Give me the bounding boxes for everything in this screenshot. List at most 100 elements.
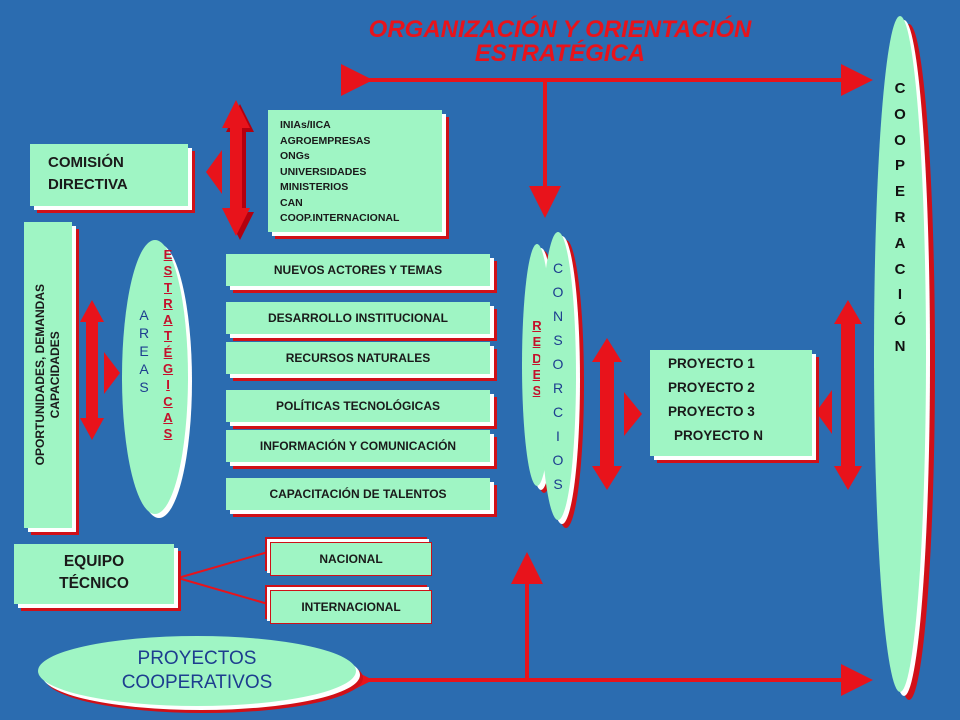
- cooperacion-letter: P: [894, 157, 905, 175]
- theme-label: DESARROLLO INSTITUCIONAL: [268, 311, 448, 325]
- redes-letters: R E D E S: [527, 318, 547, 399]
- proyectos-cooperacion-arrow: [816, 300, 862, 490]
- cooperacion-letter: C: [894, 80, 906, 97]
- cooperacion-letter: O: [894, 131, 906, 149]
- proyecto-item: PROYECTO 3: [668, 404, 755, 419]
- areas-letter: R: [138, 325, 150, 341]
- cooperacion-letters: C O O P E R A C I Ó N: [890, 76, 910, 360]
- proyecto-item: PROYECTO 2: [668, 380, 755, 395]
- cooperacion-letter: A: [894, 234, 906, 252]
- comision-line-1: COMISIÓN: [48, 154, 124, 171]
- actor-item: CAN: [280, 196, 303, 209]
- actor-item: INIAs/IICA: [280, 119, 331, 131]
- oportunidades-box: OPORTUNIDADES, DEMANDAS CAPACIDADES: [24, 222, 72, 528]
- consorcios-letter: S: [553, 332, 563, 348]
- actor-item: MINISTERIOS: [280, 181, 349, 193]
- oportunidades-line-1: OPORTUNIDADES, DEMANDAS: [33, 284, 47, 466]
- cooperacion-letter: O: [894, 105, 906, 123]
- theme-label: CAPACITACIÓN DE TALENTOS: [269, 487, 447, 501]
- title-line-1: ORGANIZACIÓN Y ORIENTACIÓN: [368, 16, 752, 43]
- consorcios-letter: S: [553, 476, 563, 492]
- redes-letter: E: [532, 334, 542, 350]
- estrategicas-letters: E S T R A T É G I C A S: [158, 247, 178, 443]
- oportunidades-vertical-arrow: [80, 300, 120, 440]
- comision-line-2: DIRECTIVA: [48, 176, 128, 193]
- redes-letter: E: [532, 366, 542, 382]
- areas-letters: A R E A S: [134, 306, 154, 396]
- actors-list-box: INIAs/IICA AGROEMPRESAS ONGs UNIVERSIDAD…: [268, 110, 442, 232]
- theme-label: RECURSOS NATURALES: [285, 351, 431, 365]
- redes-letter: D: [532, 350, 542, 366]
- comision-vertical-arrow: [206, 100, 254, 240]
- theme-label: POLÍTICAS TECNOLÓGICAS: [275, 399, 440, 413]
- theme-bar: RECURSOS NATURALES: [226, 342, 490, 374]
- equipo-line-nacional: [177, 551, 269, 579]
- estrategicas-letter: S: [163, 426, 173, 442]
- equipo-tecnico-box: EQUIPO TÉCNICO: [14, 544, 174, 604]
- areas-letter: S: [139, 379, 149, 395]
- proyectos-coop-line-1: PROYECTOS: [137, 648, 257, 669]
- actor-item: COOP.INTERNACIONAL: [280, 212, 400, 224]
- theme-label: NUEVOS ACTORES Y TEMAS: [273, 263, 443, 277]
- proyecto-item: PROYECTO N: [674, 428, 764, 443]
- theme-bar: NUEVOS ACTORES Y TEMAS: [226, 254, 490, 286]
- equipo-type-box: NACIONAL: [270, 542, 432, 576]
- actor-item: AGROEMPRESAS: [280, 134, 371, 147]
- areas-estrategicas-oval: [122, 240, 188, 514]
- comision-directiva-box: COMISIÓN DIRECTIVA: [30, 144, 188, 206]
- areas-letter: A: [139, 361, 149, 377]
- theme-label: INFORMACIÓN Y COMUNICACIÓN: [259, 439, 457, 453]
- proyectos-box: PROYECTO 1 PROYECTO 2 PROYECTO 3 PROYECT…: [650, 350, 812, 456]
- proyecto-item: PROYECTO 1: [668, 356, 755, 371]
- equipo-type-label: NACIONAL: [319, 552, 383, 566]
- consorcios-letter: O: [552, 284, 564, 300]
- consorcios-proyectos-arrow: [592, 338, 642, 490]
- consorcios-letter: R: [552, 380, 564, 396]
- estrategicas-letter: R: [163, 295, 173, 311]
- page-title: ORGANIZACIÓN Y ORIENTACIÓN ESTRATÉGICA: [330, 18, 790, 66]
- cooperacion-letter: E: [894, 183, 905, 201]
- equipo-line-internacional: [177, 577, 269, 605]
- estrategicas-letter: A: [163, 312, 173, 328]
- areas-letter: A: [139, 307, 149, 323]
- cooperacion-oval: [874, 16, 926, 692]
- estrategicas-letter: C: [163, 393, 173, 409]
- title-line-2: ESTRATÉGICA: [474, 40, 646, 67]
- estrategicas-letter: T: [164, 328, 172, 344]
- equipo-line-1: EQUIPO: [63, 553, 125, 570]
- estrategicas-letter: E: [163, 247, 173, 262]
- redes-letter: R: [532, 318, 542, 333]
- estrategicas-letter: A: [163, 409, 173, 425]
- equipo-type-label: INTERNACIONAL: [301, 600, 401, 614]
- cooperacion-letter: R: [894, 208, 906, 226]
- consorcios-letter: O: [552, 452, 564, 468]
- consorcios-letter: C: [552, 404, 564, 420]
- cooperacion-letter: I: [897, 286, 903, 304]
- consorcios-letter: I: [556, 428, 560, 444]
- consorcios-letters: C O N S O R C I O S: [548, 256, 568, 496]
- theme-bar: CAPACITACIÓN DE TALENTOS: [226, 478, 490, 510]
- estrategicas-letter: G: [162, 361, 174, 377]
- cooperacion-letter: N: [894, 337, 906, 355]
- cooperacion-letter: C: [894, 260, 906, 278]
- actor-item: UNIVERSIDADES: [280, 165, 367, 178]
- consorcios-letter: C: [552, 260, 564, 276]
- consorcios-oval: [540, 232, 576, 520]
- redes-letter: S: [532, 383, 542, 399]
- areas-letter: E: [139, 343, 149, 359]
- estrategicas-letter: T: [164, 279, 172, 295]
- cooperacion-letter: Ó: [894, 312, 906, 330]
- theme-bar: DESARROLLO INSTITUCIONAL: [226, 302, 490, 334]
- estrategicas-letter: I: [166, 377, 170, 393]
- equipo-line-2: TÉCNICO: [59, 575, 129, 592]
- theme-bar: INFORMACIÓN Y COMUNICACIÓN: [226, 430, 490, 462]
- consorcios-letter: O: [552, 356, 564, 372]
- oportunidades-line-2: CAPACIDADES: [48, 331, 62, 419]
- actor-item: ONGs: [280, 150, 310, 162]
- oportunidades-text: OPORTUNIDADES, DEMANDAS CAPACIDADES: [33, 284, 63, 465]
- equipo-type-box: INTERNACIONAL: [270, 590, 432, 624]
- proyectos-coop-line-2: COOPERATIVOS: [121, 672, 273, 693]
- estrategicas-letter: É: [163, 344, 173, 360]
- theme-bar: POLÍTICAS TECNOLÓGICAS: [226, 390, 490, 422]
